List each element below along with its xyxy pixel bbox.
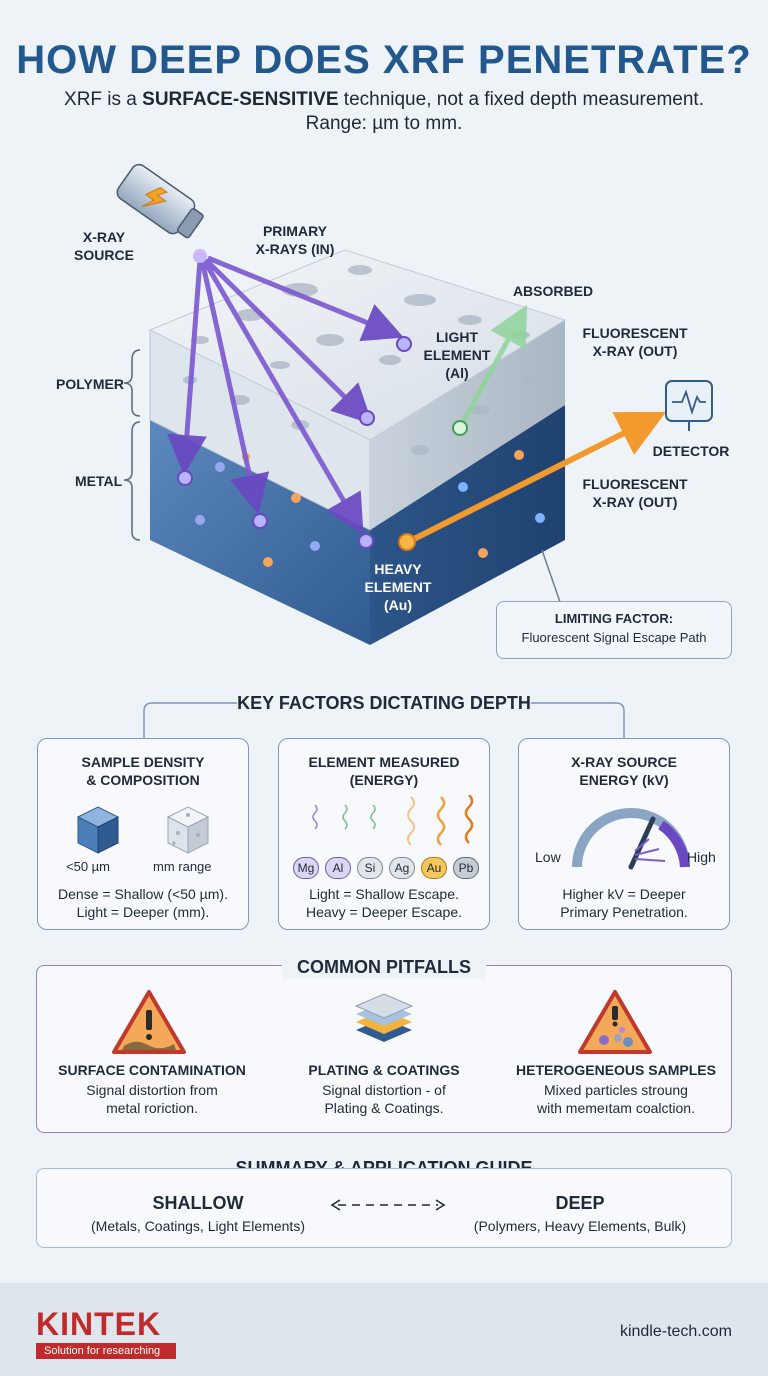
polymer-label: POLYMER — [56, 376, 124, 392]
pitfall-plating-desc: Signal distortion - of Plating & Coating… — [322, 1082, 446, 1116]
factor-card-density: SAMPLE DENSITY & COMPOSITION <50 µm mm r… — [37, 738, 249, 930]
subtitle-line2: Range: µm to mm. — [305, 113, 463, 134]
pitfall-contamination-heading: SURFACE CONTAMINATION — [58, 1062, 246, 1078]
pitfall-heterogeneous: HETEROGENEOUS SAMPLES Mixed particles st… — [506, 1062, 726, 1117]
summary-shallow: SHALLOW (Metals, Coatings, Light Element… — [48, 1193, 348, 1234]
element-chip-si: Si — [357, 857, 383, 879]
card-element-heading: ELEMENT MEASURED (ENERGY) — [308, 754, 460, 788]
heavy-element-atom — [398, 533, 416, 551]
fluorescent-out-arrow — [406, 411, 667, 545]
polymer-top-face — [148, 249, 567, 441]
pitfall-contamination-desc: Signal distortion from metal roriction. — [86, 1082, 218, 1116]
kv-high-label: High — [687, 849, 716, 865]
pitfall-contamination: SURFACE CONTAMINATION Signal distortion … — [42, 1062, 262, 1117]
heterogeneous-warning-icon — [578, 990, 652, 1054]
card-density-heading: SAMPLE DENSITY & COMPOSITION — [81, 754, 205, 788]
dense-depth-label: <50 µm — [66, 859, 110, 874]
xray-tube-icon — [116, 163, 204, 239]
kv-gauge-icon — [572, 808, 690, 870]
element-chip-ag: Ag — [389, 857, 415, 879]
pitfalls-title: COMMON PITFALLS — [297, 957, 471, 977]
limiting-factor-box: LIMITING FACTOR: Fluorescent Signal Esca… — [496, 601, 732, 659]
page-subtitle: XRF is a SURFACE-SENSITIVE technique, no… — [0, 88, 768, 136]
kv-low-label: Low — [535, 849, 561, 865]
fluorescent-top-label: FLUORESCENT X-RAY (OUT) — [582, 325, 688, 359]
metal-front-face — [150, 420, 370, 645]
xrf-penetration-diagram — [116, 163, 713, 645]
pitfall-plating-heading: PLATING & COATINGS — [308, 1062, 460, 1078]
brand-tagline: Solution for researching — [36, 1343, 176, 1359]
factor-card-element: ELEMENT MEASURED (ENERGY) Mg Al Si Ag Au… — [278, 738, 490, 930]
subtitle-bold: SURFACE-SENSITIVE — [142, 89, 339, 110]
card-source-footer: Higher kV = Deeper Primary Penetration. — [560, 886, 688, 920]
metal-bracket — [123, 421, 141, 541]
metal-label: METAL — [75, 473, 123, 489]
metal-particles — [195, 450, 545, 567]
factors-title: KEY FACTORS DICTATING DEPTH — [237, 693, 531, 713]
summary-deep-heading: DEEP — [555, 1193, 605, 1213]
limiting-factor-text: Fluorescent Signal Escape Path — [521, 630, 707, 645]
subtitle-suffix: technique, not a fixed depth measurement… — [338, 89, 704, 110]
heavy-element-label: HEAVY ELEMENT (Au) — [364, 561, 432, 613]
porous-cube-icon — [166, 806, 210, 854]
polymer-side-face — [370, 320, 565, 530]
absorbed-label: ABSORBED — [512, 283, 594, 299]
element-chip-pb: Pb — [453, 857, 479, 879]
shallow-deep-arrow — [330, 1199, 446, 1211]
card-source-heading: X-RAY SOURCE ENERGY (kV) — [571, 754, 677, 788]
site-link[interactable]: kindle-tech.com — [619, 1323, 732, 1340]
pitfall-heterogeneous-desc: Mixed particles stroung with memeıtam co… — [537, 1082, 695, 1116]
primary-xrays-label: PRIMARY X-RAYS (IN) — [255, 223, 335, 257]
element-chip-au: Au — [421, 857, 447, 879]
primary-xray-glow — [177, 249, 412, 549]
summary-box — [36, 1168, 732, 1248]
dense-cube-icon — [76, 806, 120, 854]
brand-logo: KINTEK — [36, 1306, 162, 1342]
light-depth-label: mm range — [153, 859, 212, 874]
limiting-factor-title: LIMITING FACTOR: — [554, 611, 674, 626]
summary-shallow-heading: SHALLOW — [152, 1193, 244, 1213]
summary-shallow-desc: (Metals, Coatings, Light Elements) — [91, 1218, 305, 1234]
light-element-atom — [452, 420, 468, 436]
light-element-label: LIGHT ELEMENT (Al) — [423, 329, 491, 381]
subtitle-prefix: XRF is a — [64, 89, 143, 110]
element-chip-mg: Mg — [293, 857, 319, 879]
polymer-pores — [183, 265, 538, 455]
summary-deep-desc: (Polymers, Heavy Elements, Bulk) — [473, 1218, 687, 1234]
factors-connector — [143, 702, 625, 738]
detector-monitor-icon — [665, 380, 713, 431]
card-density-footer: Dense = Shallow (<50 µm). Light = Deeper… — [58, 886, 228, 920]
metal-side-face — [370, 405, 565, 645]
footer — [0, 1283, 768, 1376]
card-element-footer: Light = Shallow Escape. Heavy = Deeper E… — [305, 886, 463, 920]
pitfall-heterogeneous-heading: HETEROGENEOUS SAMPLES — [516, 1062, 716, 1078]
contamination-warning-icon — [112, 990, 186, 1054]
pitfall-plating: PLATING & COATINGS Signal distortion - o… — [274, 1062, 494, 1117]
absorbed-arrow — [458, 304, 528, 428]
element-chip-row: Mg Al Si Ag Au Pb — [293, 857, 479, 879]
summary-deep: DEEP (Polymers, Heavy Elements, Bulk) — [430, 1193, 730, 1234]
page-title: HOW DEEP DOES XRF PENETRATE? — [16, 38, 752, 82]
factor-card-source-energy: X-RAY SOURCE ENERGY (kV) Low High Higher… — [518, 738, 730, 930]
polymer-bracket — [123, 349, 141, 417]
primary-xray-arrows — [166, 255, 404, 535]
pitfalls-title-bg — [282, 955, 486, 979]
source-label: X-RAY SOURCE — [74, 229, 134, 263]
fluorescent-mid-label: FLUORESCENT X-RAY (OUT) — [582, 476, 688, 510]
limiting-factor-pointer — [541, 549, 561, 603]
plating-layers-icon — [354, 993, 414, 1042]
detector-label: DETECTOR — [652, 443, 730, 459]
element-energy-waves — [312, 795, 474, 846]
element-chip-al: Al — [325, 857, 351, 879]
